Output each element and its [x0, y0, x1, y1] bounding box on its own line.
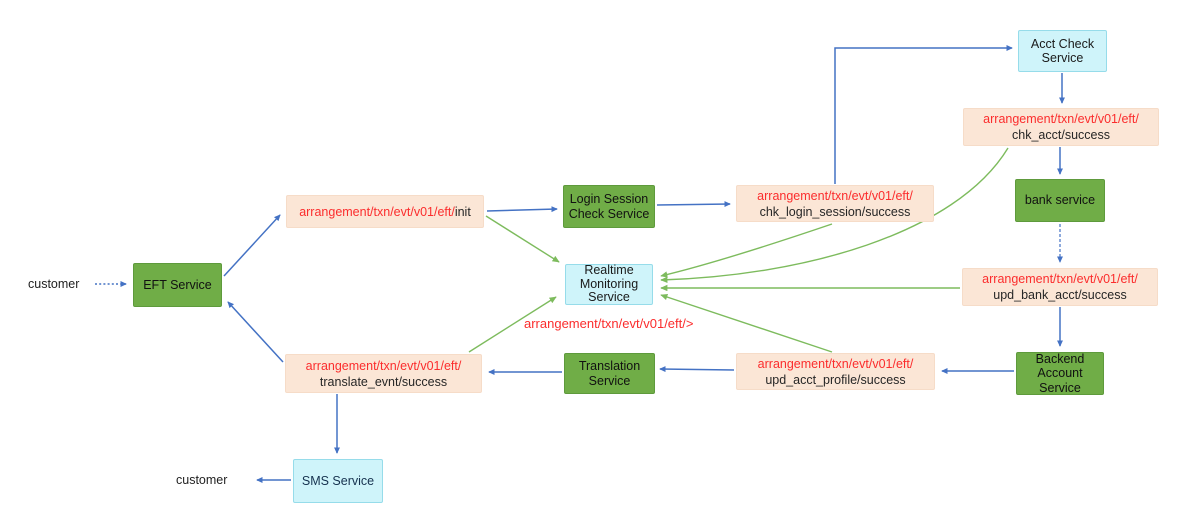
login-session-check-node: Login Session Check Service — [563, 185, 655, 228]
event-chk-login-session-name: chk_login_session/success — [759, 204, 911, 219]
login-session-check-label: Login Session Check Service — [568, 192, 650, 221]
event-init-name: init — [454, 204, 471, 219]
eft-service-label: EFT Service — [143, 277, 212, 292]
event-upd-bank-acct-name: upd_bank_acct/success — [993, 288, 1127, 302]
event-chk-login-session-node: arrangement/txn/evt/v01/eft/ chk_login_s… — [736, 185, 934, 222]
event-upd-acct-profile-name: upd_acct_profile/success — [765, 372, 906, 387]
customer-out-label: customer — [176, 473, 228, 487]
acct-check-service-node: Acct Check Service — [1018, 30, 1107, 72]
arrow-init-to-monitoring — [485, 215, 560, 263]
realtime-monitoring-service-node: Realtime Monitoring Service — [565, 264, 653, 305]
arrow-chk-login-to-monitoring — [660, 223, 833, 278]
sms-service-label: SMS Service — [301, 473, 375, 488]
bank-service-label: bank service — [1024, 193, 1096, 208]
realtime-monitoring-service-label: Realtime Monitoring Service — [579, 263, 639, 305]
backend-account-service-label: Backend Account Service — [1035, 351, 1085, 395]
translation-service-node: Translation Service — [564, 353, 655, 394]
event-chk-acct-name: chk_acct/success — [1012, 128, 1110, 142]
backend-account-service-node: Backend Account Service — [1016, 352, 1104, 395]
event-chk-acct-topic: arrangement/txn/evt/v01/eft/ — [983, 112, 1139, 126]
arrow-upd-profile-to-translation — [659, 366, 735, 373]
arrow-login-check-to-chk-login — [656, 201, 731, 208]
arrow-init-to-login-check — [486, 206, 558, 213]
event-init-topic: arrangement/txn/evt/v01/eft/ — [299, 204, 455, 219]
eft-service-node: EFT Service — [133, 263, 222, 307]
event-upd-bank-acct-topic: arrangement/txn/evt/v01/eft/ — [982, 272, 1138, 286]
customer-in-label: customer — [28, 277, 80, 291]
acct-check-service-label: Acct Check Service — [1030, 36, 1095, 66]
arrow-eft-to-init — [223, 214, 281, 277]
event-translate-evnt-topic: arrangement/txn/evt/v01/eft/ — [305, 358, 462, 373]
sms-service-node: SMS Service — [293, 459, 383, 503]
event-chk-acct-node: arrangement/txn/evt/v01/eft/ chk_acct/su… — [963, 108, 1159, 146]
monitoring-topic-label: arrangement/txn/evt/v01/eft/> — [524, 316, 694, 331]
event-upd-acct-profile-node: arrangement/txn/evt/v01/eft/ upd_acct_pr… — [736, 353, 935, 390]
event-chk-login-session-topic: arrangement/txn/evt/v01/eft/ — [757, 188, 913, 203]
event-upd-bank-acct-node: arrangement/txn/evt/v01/eft/ upd_bank_ac… — [962, 268, 1158, 306]
arrow-translate-evt-to-eft — [227, 301, 284, 363]
translation-service-label: Translation Service — [578, 359, 641, 388]
event-translate-evnt-node: arrangement/txn/evt/v01/eft/ translate_e… — [285, 354, 482, 393]
event-translate-evnt-name: translate_evnt/success — [319, 374, 448, 389]
event-upd-acct-profile-topic: arrangement/txn/evt/v01/eft/ — [757, 356, 914, 371]
event-init-node: arrangement/txn/evt/v01/eft/init — [286, 195, 484, 228]
bank-service-node: bank service — [1015, 179, 1105, 222]
